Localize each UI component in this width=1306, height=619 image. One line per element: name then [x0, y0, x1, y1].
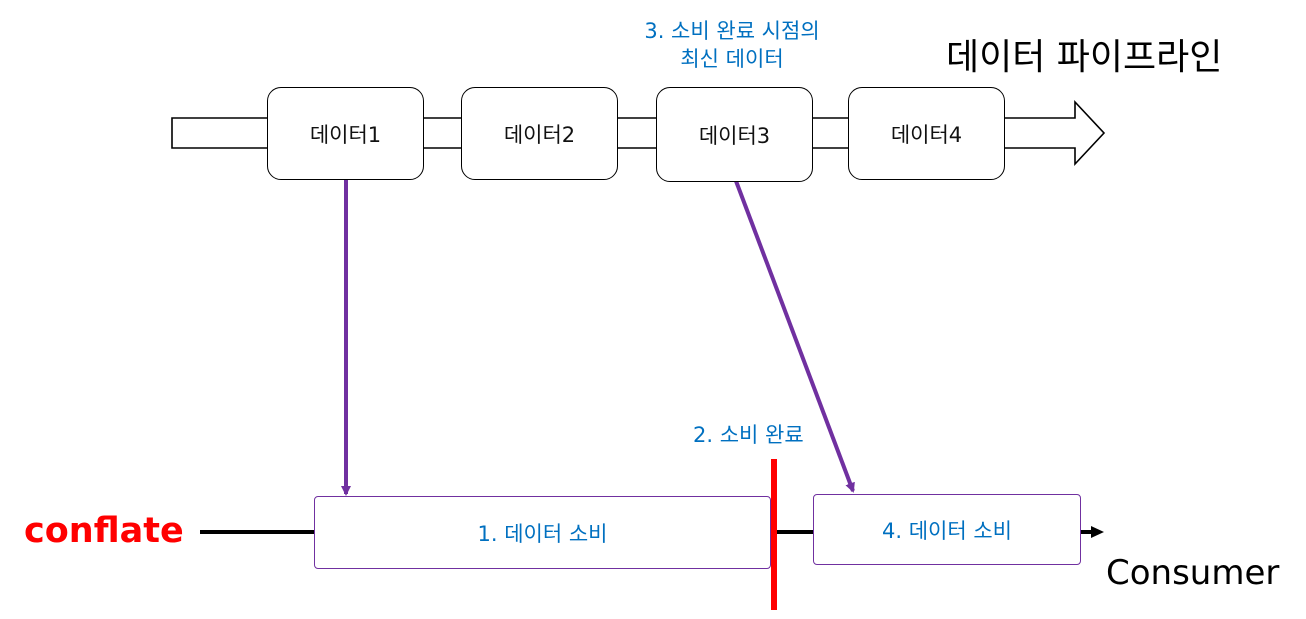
data-item-4: 데이터4 — [848, 87, 1005, 180]
data-item-2: 데이터2 — [461, 87, 618, 180]
consume-complete-annotation: 2. 소비 완료 — [693, 423, 804, 447]
timeline-arrowhead — [1091, 526, 1104, 538]
consumer-label: Consumer — [1106, 553, 1280, 593]
pipeline-title: 데이터 파이프라인 — [946, 37, 1223, 78]
conflate-label: conflate — [24, 511, 184, 551]
data-item-3: 데이터3 — [656, 87, 813, 182]
consume-step-4: 4. 데이터 소비 — [813, 494, 1081, 565]
latest-data-annotation-line1: 3. 소비 완료 시점의 — [644, 19, 820, 43]
latest-data-annotation-line2: 최신 데이터 — [680, 47, 784, 71]
flow-arrow-data3-to-consume4 — [734, 180, 855, 493]
data-item-1: 데이터1 — [267, 87, 424, 180]
consume-step-1: 1. 데이터 소비 — [314, 496, 771, 569]
latest-data-annotation: 3. 소비 완료 시점의 최신 데이터 — [612, 17, 852, 73]
